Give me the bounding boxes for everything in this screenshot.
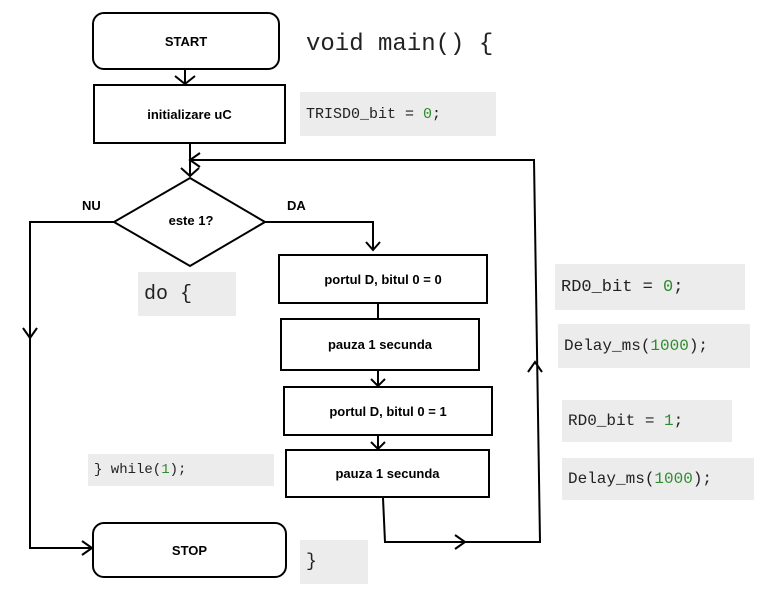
code-while-end: );: [169, 462, 187, 478]
step-port-on: portul D, bitul 0 = 1: [283, 386, 493, 436]
arrow-init-decision: [180, 167, 200, 178]
code-delay-1: Delay_ms(1000);: [558, 324, 750, 368]
code-delay-1-text: Delay_ms(: [564, 337, 651, 355]
code-rd0-on-value: 1: [664, 412, 674, 430]
code-rd0-off-value: 0: [663, 277, 674, 297]
code-rd0-off: RD0_bit = 0;: [555, 264, 745, 310]
code-delay-1-end: );: [688, 337, 709, 355]
arrow-no-down: [22, 327, 38, 340]
code-while: } while(1);: [88, 454, 274, 486]
code-delay-2-value: 1000: [654, 470, 693, 488]
decision-label: este 1?: [168, 213, 214, 228]
stop-node: STOP: [92, 522, 287, 578]
yes-label: DA: [287, 198, 306, 213]
connector-yes: [265, 221, 374, 250]
code-trisd-value: 0: [423, 105, 433, 123]
step-pause-1: pauza 1 secunda: [280, 318, 480, 371]
code-delay-2: Delay_ms(1000);: [562, 458, 754, 500]
step-port-off: portul D, bitul 0 = 0: [278, 254, 488, 304]
connector-loop-back: [190, 159, 542, 543]
code-while-text: } while(: [94, 462, 162, 478]
code-rd0-on-end: ;: [673, 412, 684, 430]
code-trisd-end: ;: [432, 105, 442, 123]
code-trisd-text: TRISD0_bit =: [306, 105, 424, 123]
arrow-loop-up: [527, 360, 543, 373]
connector-no: [29, 221, 114, 549]
code-trisd: TRISD0_bit = 0;: [300, 92, 496, 136]
code-rd0-off-text: RD0_bit =: [561, 277, 664, 297]
step-pause-2: pauza 1 secunda: [285, 449, 490, 498]
code-delay-2-end: );: [692, 470, 713, 488]
code-rd0-on-text: RD0_bit =: [568, 412, 665, 430]
arrow-yes: [365, 241, 381, 252]
no-label: NU: [82, 198, 101, 213]
code-close-brace: }: [300, 540, 368, 584]
code-while-value: 1: [161, 462, 170, 478]
start-node: START: [92, 12, 280, 70]
code-rd0-off-end: ;: [673, 277, 684, 297]
init-box: initializare uC: [93, 84, 286, 144]
code-delay-2-text: Delay_ms(: [568, 470, 655, 488]
code-rd0-on: RD0_bit = 1;: [562, 400, 732, 442]
code-main: void main() {: [300, 20, 530, 68]
arrow-loop-left: [188, 152, 201, 168]
code-delay-1-value: 1000: [650, 337, 689, 355]
arrow-loop-right: [454, 534, 467, 550]
code-do: do {: [138, 272, 236, 316]
decision-diamond: [112, 176, 267, 268]
